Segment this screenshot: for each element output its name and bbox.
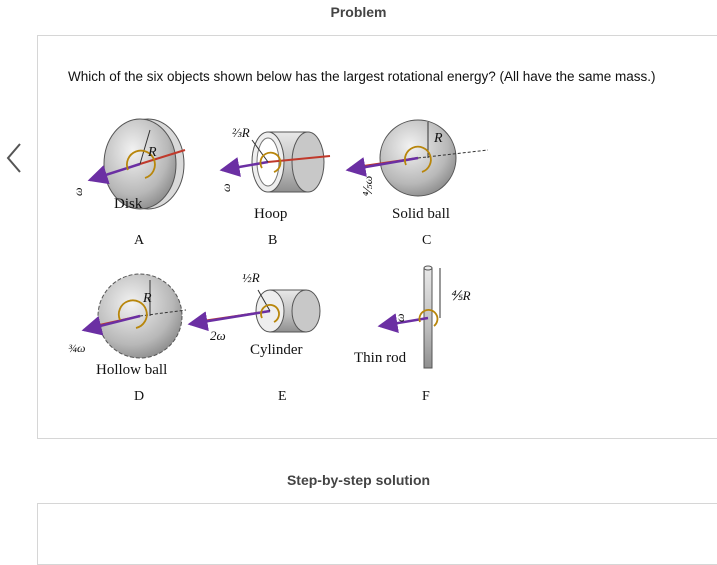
letter-c: C xyxy=(422,233,431,248)
thin-rod-omega-label: ω⃗ xyxy=(393,304,407,322)
object-disk xyxy=(87,118,186,210)
letter-a: A xyxy=(134,233,145,248)
problem-card: Which of the six objects shown below has… xyxy=(37,35,717,439)
solid-ball-omega-label: ⅘ω⃗ xyxy=(361,167,375,196)
object-hollow-ball xyxy=(81,273,187,359)
problem-heading: Problem xyxy=(330,4,387,20)
hollow-ball-radius-label: R xyxy=(142,291,152,306)
solid-ball-name: Solid ball xyxy=(392,206,450,222)
disk-omega-label: ω⃗ xyxy=(71,178,85,196)
cylinder-omega-label: 2ω⃗ xyxy=(210,328,236,343)
letter-d: D xyxy=(134,389,144,404)
solution-card xyxy=(37,503,717,565)
object-solid-ball xyxy=(345,119,489,197)
hollow-ball-name: Hollow ball xyxy=(96,362,167,378)
disk-radius-label: R xyxy=(147,145,157,160)
cylinder-radius-label: ½R xyxy=(242,270,260,285)
letter-b: B xyxy=(268,233,277,248)
hoop-radius-label: ⅔R xyxy=(232,125,250,140)
chevron-left-icon[interactable] xyxy=(2,138,26,178)
hoop-name: Hoop xyxy=(254,206,287,222)
object-hoop xyxy=(219,131,331,193)
solid-ball-radius-label: R xyxy=(433,131,443,146)
letter-f: F xyxy=(422,389,430,404)
hollow-ball-omega-label: ¾ω⃗ xyxy=(68,341,95,355)
object-cylinder xyxy=(187,289,321,333)
thin-rod-radius-label: ⅘R xyxy=(450,288,471,303)
disk-name: Disk xyxy=(114,196,143,212)
hoop-omega-label: ω⃗ xyxy=(219,174,233,192)
rotational-objects-figure: R ω⃗ Disk A ⅔R ω⃗ Hoop B R ⅘ω⃗ Solid bal… xyxy=(68,118,489,404)
object-thin-rod xyxy=(377,265,441,369)
cylinder-name: Cylinder xyxy=(250,342,303,358)
letter-e: E xyxy=(278,389,287,404)
thin-rod-name: Thin rod xyxy=(354,350,407,366)
question-text: Which of the six objects shown below has… xyxy=(68,69,656,84)
solution-heading: Step-by-step solution xyxy=(286,472,431,488)
